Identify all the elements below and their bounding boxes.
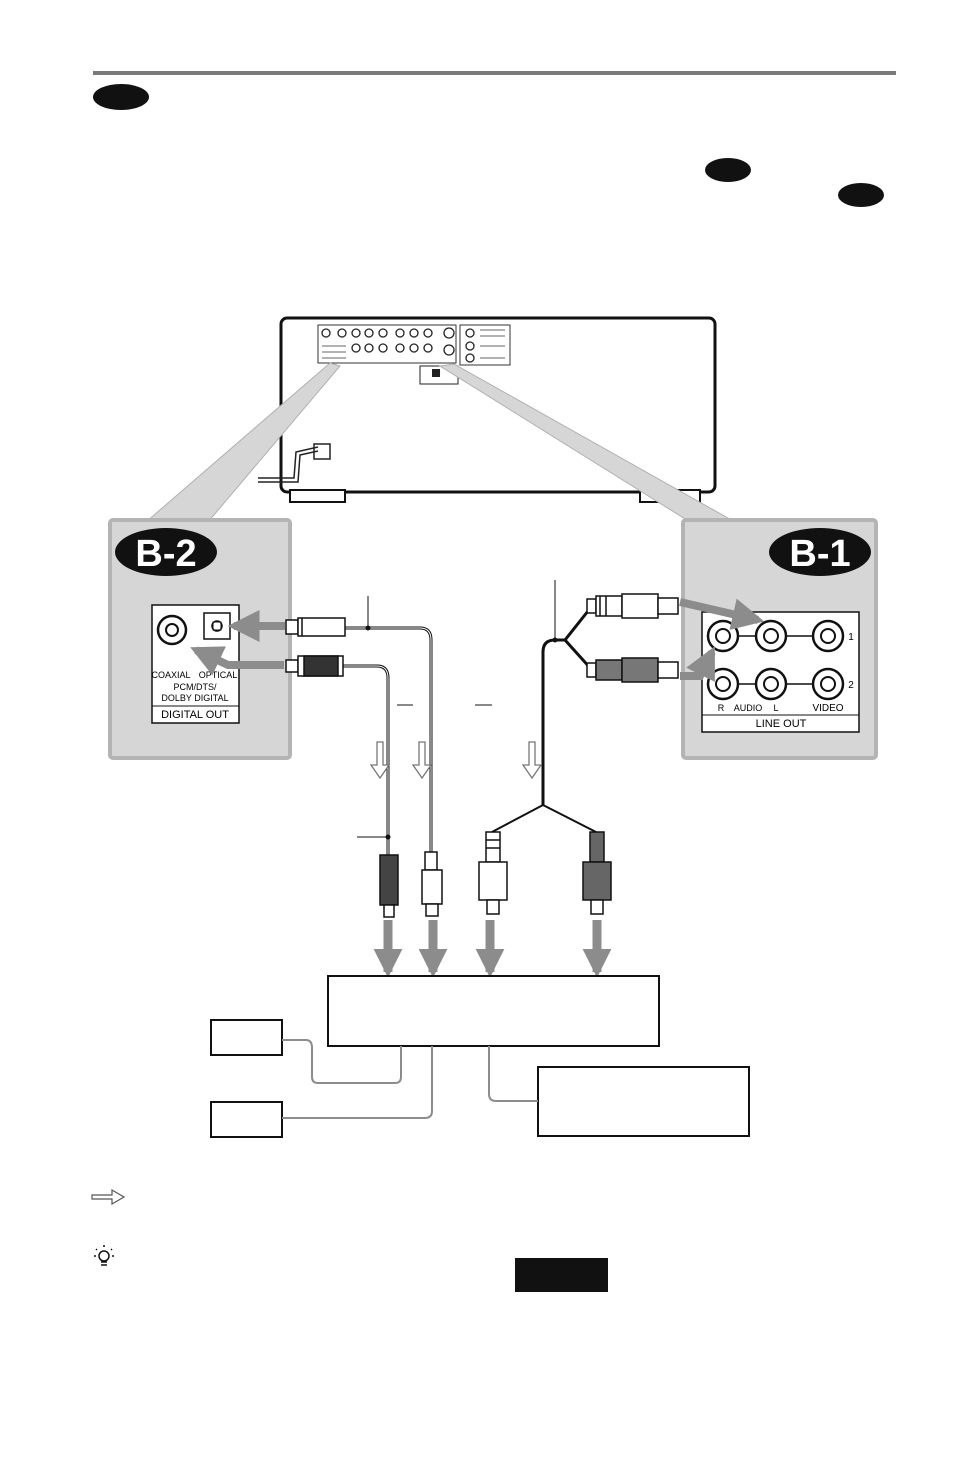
- row-number-2: 2: [848, 680, 854, 691]
- panel-b2: COAXIAL OPTICAL PCM/DTS/ DOLBY DIGITAL D…: [108, 518, 292, 760]
- audio-label: AUDIO: [734, 703, 763, 713]
- panel-badge-b2-label: B-2: [135, 533, 196, 575]
- row-number-1: 1: [848, 632, 854, 643]
- subwoofer-box: [537, 1066, 750, 1137]
- video-label: VIDEO: [812, 703, 843, 714]
- panel-badge-b2: [115, 528, 217, 576]
- audio-plug-bottom-white: [478, 831, 508, 915]
- coaxial-plug-top: [285, 655, 344, 677]
- line-out-label: LINE OUT: [756, 718, 807, 730]
- player-rear-panel: [258, 316, 717, 503]
- cables: [343, 580, 597, 855]
- l-label: L: [773, 703, 778, 713]
- format-label: PCM/DTS/: [173, 682, 217, 692]
- note-label-badge: [515, 1258, 608, 1292]
- input-arrows: [373, 920, 612, 978]
- speaker-cables: [282, 1039, 538, 1119]
- format-label: DOLBY DIGITAL: [161, 693, 228, 703]
- receiver-box: [327, 975, 660, 1047]
- panel-badge-b1-label: B-1: [789, 533, 850, 575]
- step-badge: [838, 183, 884, 207]
- top-rule: [93, 71, 896, 75]
- coaxial-plug-bottom: [379, 854, 399, 918]
- plug-in-arrows: [190, 598, 765, 683]
- audio-plug-white: [586, 593, 679, 619]
- panel-badge-b1: [769, 528, 871, 576]
- optical-label: OPTICAL: [199, 670, 238, 680]
- cable-junctions: [365, 625, 558, 840]
- speaker-box-front: [210, 1019, 283, 1056]
- optical-plug-top: [285, 617, 346, 637]
- digital-out-label: DIGITAL OUT: [161, 709, 229, 721]
- hollow-arrow-icon: [91, 1188, 126, 1206]
- lightbulb-icon: [94, 1245, 114, 1266]
- audio-plug-red: [586, 657, 679, 683]
- optical-plug-bottom: [421, 851, 443, 917]
- audio-plug-bottom-red: [582, 831, 612, 915]
- line-out-jacks: [706, 619, 845, 701]
- speaker-box-rear: [210, 1101, 283, 1138]
- section-badge: [93, 84, 149, 110]
- panel-b1: 1 2 R AUDIO L VIDEO LINE OUT B-1: [681, 518, 878, 760]
- optical-jack: [203, 612, 231, 640]
- hollow-arrow-icon: [369, 741, 543, 780]
- step-badge: [705, 158, 751, 182]
- r-label: R: [718, 703, 725, 713]
- coaxial-label: COAXIAL: [151, 670, 190, 680]
